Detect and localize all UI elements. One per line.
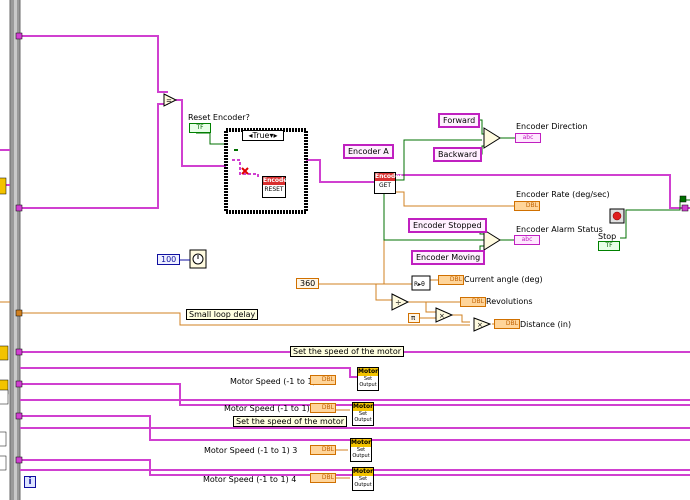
- motor-set-output-1-set: Set: [363, 376, 373, 382]
- motor-set-output-2-output: Output: [354, 417, 372, 423]
- encoder-direction-indicator: abc: [515, 133, 541, 143]
- encoder-alarm-label: Encoder Alarm Status: [516, 225, 603, 234]
- reset-encoder-label: Reset Encoder?: [188, 113, 250, 122]
- motor-set-output-2[interactable]: Motor Set Output: [352, 402, 374, 426]
- encoder-get-title: Encoder: [375, 173, 403, 181]
- current-angle-indicator: DBL: [438, 275, 464, 285]
- encoder-moving-constant[interactable]: Encoder Moving: [411, 250, 486, 265]
- svg-text:÷: ÷: [395, 298, 402, 307]
- current-angle-label: Current angle (deg): [464, 275, 543, 284]
- encoder-a-control[interactable]: Encoder A: [343, 144, 394, 159]
- motor-speed-3-label: Motor Speed (-1 to 1) 3: [204, 446, 298, 455]
- case-selector[interactable]: ◂True▾▸: [242, 130, 284, 141]
- small-loop-delay-comment: Small loop delay: [186, 309, 259, 320]
- divide-node: [391, 293, 410, 311]
- motor-speed-4-control[interactable]: DBL: [310, 473, 336, 483]
- svg-text:R▸θ: R▸θ: [414, 281, 425, 288]
- equal-node: [163, 93, 178, 107]
- pi-constant[interactable]: π: [408, 313, 420, 323]
- motor-set-output-1-title: Motor: [358, 368, 379, 376]
- motor-set-output-4-set: Set: [358, 476, 368, 482]
- revolutions-label: Revolutions: [486, 297, 533, 306]
- encoder-rate-indicator: DBL: [514, 201, 540, 211]
- motor-set-output-3-set: Set: [356, 447, 366, 453]
- motor-speed-4-label: Motor Speed (-1 to 1) 4: [203, 475, 297, 484]
- encoder-get-method: GET: [378, 182, 392, 189]
- motor-set-output-3-output: Output: [352, 453, 370, 459]
- stop-terminal[interactable]: TF: [598, 241, 620, 251]
- encoder-reset-method: RESET: [264, 186, 284, 193]
- motor-speed-2-label: Motor Speed (-1 to 1) 2: [224, 404, 318, 413]
- distance-indicator: DBL: [494, 319, 520, 329]
- encoder-stopped-constant[interactable]: Encoder Stopped: [408, 218, 487, 233]
- radians-to-degrees-node: [411, 275, 431, 291]
- motor-speed-3-control[interactable]: DBL: [310, 445, 336, 455]
- forward-constant[interactable]: Forward: [438, 113, 481, 128]
- motor-speed-2-control[interactable]: DBL: [310, 403, 336, 413]
- deg-360-constant[interactable]: 360: [296, 278, 320, 289]
- multiply-node-2: [473, 317, 492, 332]
- motor-set-output-1[interactable]: Motor Set Output: [357, 367, 379, 391]
- set-speed-comment-1: Set the speed of the motor: [290, 346, 404, 357]
- wait-ms-constant[interactable]: 100: [157, 254, 181, 265]
- backward-constant[interactable]: Backward: [433, 147, 483, 162]
- multiply-node-1: [435, 307, 454, 323]
- numeric-wires: [0, 190, 514, 479]
- case-selector-value: True: [252, 131, 270, 140]
- revolutions-indicator: DBL: [460, 297, 486, 307]
- motor-set-output-3-title: Motor: [351, 439, 372, 447]
- loop-iteration-icon: i: [24, 476, 36, 488]
- motor-speed-1-label: Motor Speed (-1 to 1): [230, 377, 316, 386]
- set-speed-comment-2: Set the speed of the motor: [233, 416, 347, 427]
- motor-speed-1-control[interactable]: DBL: [310, 375, 336, 385]
- motor-set-output-2-set: Set: [358, 411, 368, 417]
- stop-label: Stop: [598, 232, 617, 241]
- svg-text:×: ×: [439, 312, 445, 320]
- svg-text:=: =: [166, 97, 172, 105]
- select-node-alarm: [483, 229, 501, 251]
- select-node-direction: [483, 127, 501, 149]
- encoder-direction-label: Encoder Direction: [516, 122, 588, 131]
- encoder-rate-label: Encoder Rate (deg/sec): [516, 190, 610, 199]
- encoder-get-node[interactable]: Encoder GET: [374, 172, 403, 194]
- encoder-reset-title: Encoder: [263, 177, 291, 185]
- refnum-wires: [0, 35, 690, 476]
- motor-set-output-2-title: Motor: [353, 403, 374, 411]
- motor-set-output-4-output: Output: [354, 482, 372, 488]
- motor-set-output-1-output: Output: [359, 382, 377, 388]
- reset-encoder-terminal[interactable]: TF: [189, 123, 211, 133]
- motor-set-output-3[interactable]: Motor Set Output: [350, 438, 372, 462]
- distance-label: Distance (in): [520, 320, 572, 329]
- svg-text:×: ×: [477, 321, 483, 329]
- encoder-reset-node[interactable]: Encoder RESET: [262, 176, 291, 198]
- motor-set-output-4[interactable]: Motor Set Output: [352, 467, 374, 491]
- encoder-alarm-indicator: abc: [514, 235, 540, 245]
- motor-set-output-4-title: Motor: [353, 468, 374, 476]
